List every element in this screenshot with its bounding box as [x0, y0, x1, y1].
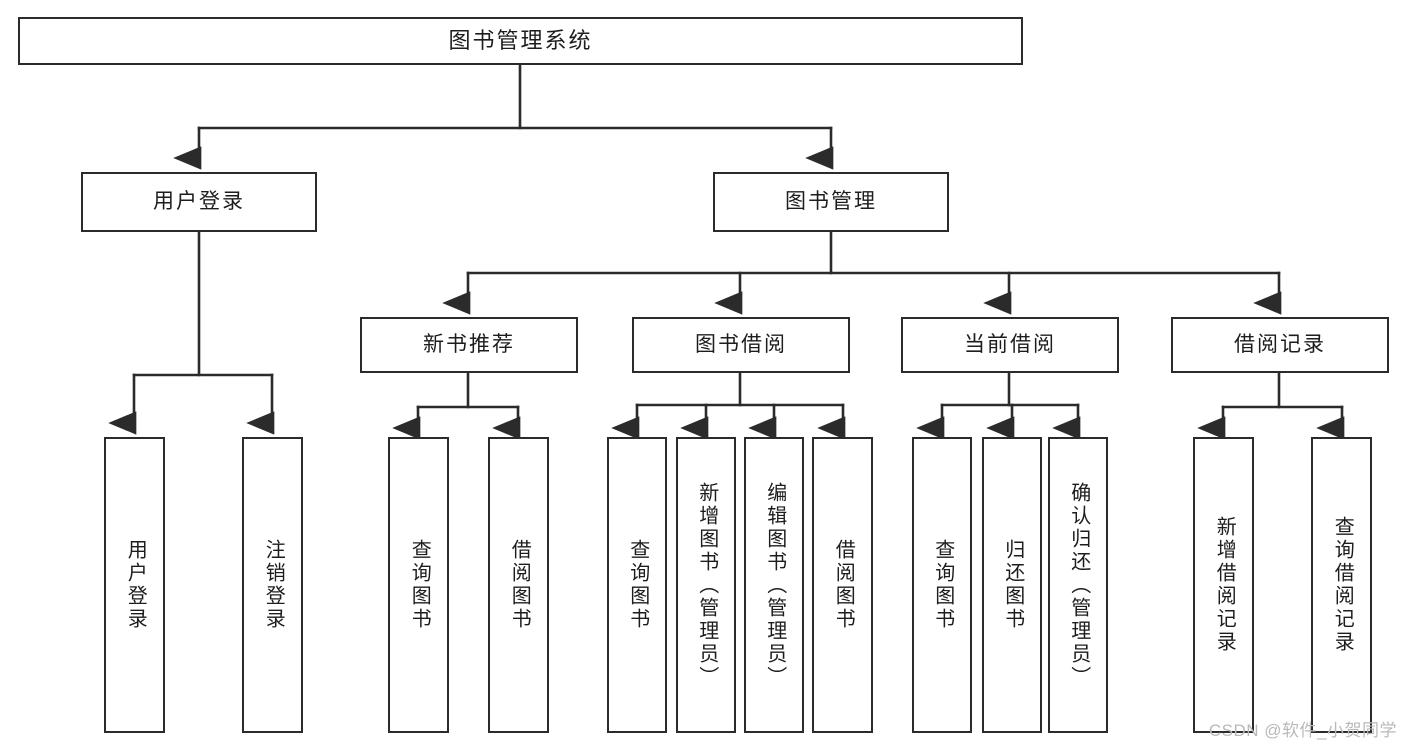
leaf-current-borrow-confirm-return-admin[interactable]: 确认归还（管理员）: [1048, 437, 1108, 733]
node-label: 借阅图书: [508, 539, 531, 631]
node-label: 用户登录: [153, 189, 245, 213]
node-label: 编辑图书（管理员）: [763, 481, 786, 689]
leaf-book-borrow-borrow-book[interactable]: 借阅图书: [812, 437, 873, 733]
leaf-book-borrow-add-book-admin[interactable]: 新增图书（管理员）: [676, 437, 736, 733]
leaf-current-borrow-query-book[interactable]: 查询图书: [912, 437, 972, 733]
node-label: 查询图书: [931, 539, 954, 631]
node-new-book-recommendation[interactable]: 新书推荐: [360, 317, 578, 373]
csdn-watermark: CSDN @软件_小贺同学: [1208, 721, 1397, 740]
node-label: 借阅记录: [1234, 332, 1326, 356]
node-label: 确认归还（管理员）: [1067, 481, 1090, 689]
leaf-current-borrow-return-book[interactable]: 归还图书: [982, 437, 1042, 733]
leaf-book-borrow-query-book[interactable]: 查询图书: [607, 437, 667, 733]
node-label: 新增图书（管理员）: [695, 481, 718, 689]
node-book-borrowing[interactable]: 图书借阅: [632, 317, 850, 373]
node-current-borrowing[interactable]: 当前借阅: [901, 317, 1119, 373]
leaf-new-book-query-book[interactable]: 查询图书: [388, 437, 449, 733]
leaf-record-add-borrow-record[interactable]: 新增借阅记录: [1193, 437, 1254, 733]
node-label: 查询图书: [408, 539, 431, 631]
node-user-login[interactable]: 用户登录: [81, 172, 317, 232]
node-label: 图书管理系统: [448, 28, 593, 54]
node-label: 新增借阅记录: [1213, 516, 1236, 654]
node-label: 图书借阅: [695, 332, 787, 356]
node-borrowing-record[interactable]: 借阅记录: [1171, 317, 1389, 373]
node-label: 图书管理: [785, 189, 877, 213]
node-label: 新书推荐: [423, 332, 515, 356]
leaf-new-book-borrow-book[interactable]: 借阅图书: [488, 437, 549, 733]
node-label: 查询图书: [626, 539, 649, 631]
leaf-book-borrow-edit-book-admin[interactable]: 编辑图书（管理员）: [744, 437, 804, 733]
node-root-book-management-system[interactable]: 图书管理系统: [18, 17, 1023, 65]
node-label: 用户登录: [124, 539, 147, 631]
node-label: 当前借阅: [964, 332, 1056, 356]
leaf-record-query-borrow-record[interactable]: 查询借阅记录: [1311, 437, 1372, 733]
node-label: 查询借阅记录: [1331, 516, 1354, 654]
leaf-user-login-logout[interactable]: 注销登录: [242, 437, 303, 733]
leaf-user-login-login[interactable]: 用户登录: [104, 437, 165, 733]
node-book-management[interactable]: 图书管理: [713, 172, 949, 232]
node-label: 注销登录: [262, 539, 285, 631]
node-label: 借阅图书: [832, 539, 855, 631]
node-label: 归还图书: [1001, 539, 1024, 631]
